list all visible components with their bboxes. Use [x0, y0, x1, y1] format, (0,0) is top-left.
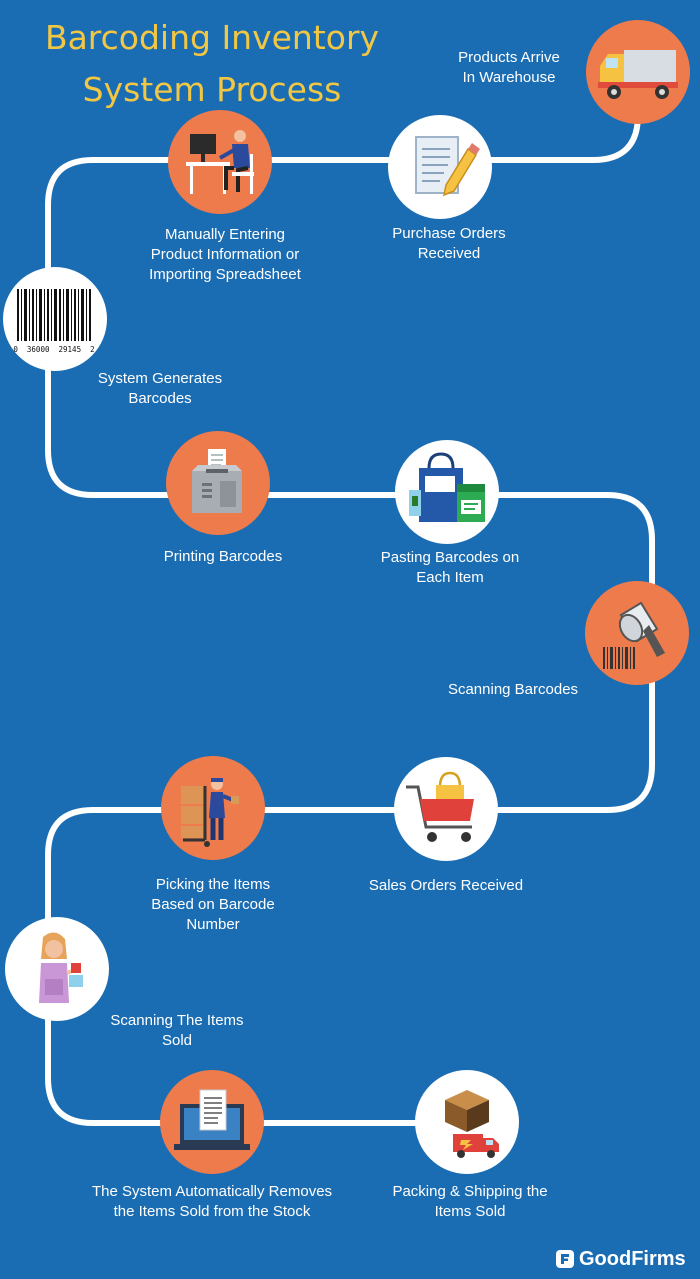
label-manual-entry: Manually Entering Product Information or…: [149, 226, 301, 283]
label-system-removes: The System Automatically Removes the Ite…: [91, 1183, 333, 1220]
step-products-arrive: [586, 20, 690, 124]
warehouse-worker-icon: [181, 778, 239, 847]
label-pasting-barcodes: Pasting Barcodes on Each Item: [380, 549, 520, 586]
label-printing-barcodes: Printing Barcodes: [163, 548, 283, 565]
barcode-icon: 0 36000 29145 2: [13, 289, 95, 354]
label-products-arrive: Products Arrive In Warehouse: [458, 49, 560, 86]
laptop-document-icon: [174, 1089, 250, 1150]
label-generate-barcodes: System Generates Barcodes: [97, 370, 223, 407]
title-line-2: System Process: [82, 70, 342, 109]
step-printing-barcodes: [166, 431, 270, 535]
shopping-bag-jar-icon: [409, 452, 485, 522]
goodfirms-wordmark: GoodFirms: [579, 1247, 686, 1270]
step-picking-items: [161, 756, 265, 860]
step-purchase-orders: [388, 115, 492, 219]
step-pasting-barcodes: [395, 440, 499, 544]
step-manual-entry: [168, 110, 272, 214]
label-sales-orders: Sales Orders Received: [368, 877, 524, 894]
person-at-computer-icon: [186, 130, 254, 194]
step-scanning-barcodes: [585, 581, 689, 685]
label-picking-items: Picking the Items Based on Barcode Numbe…: [151, 876, 275, 933]
goodfirms-logo: GoodFirms: [556, 1246, 686, 1272]
step-system-removes: [160, 1070, 264, 1174]
shopping-cart-icon: [406, 771, 474, 842]
step-packing-shipping: [415, 1070, 519, 1174]
label-purchase-orders: Purchase Orders Received: [392, 225, 506, 262]
label-printer-icon: [192, 449, 242, 513]
title-line-1: Barcoding Inventory: [44, 18, 380, 57]
label-packing-shipping: Packing & Shipping the Items Sold: [392, 1183, 548, 1220]
label-scanning-items-sold: Scanning The Items Sold: [110, 1012, 244, 1049]
step-scanning-items-sold: [5, 917, 109, 1021]
barcode-digits: 0 36000 29145 2: [13, 345, 94, 354]
cashier-icon: [39, 932, 83, 1003]
goodfirms-logo-icon: [556, 1250, 574, 1268]
step-sales-orders: [394, 757, 498, 861]
document-pencil-icon: [415, 136, 480, 197]
box-truck-icon: [445, 1090, 499, 1158]
label-scanning-barcodes: Scanning Barcodes: [447, 681, 579, 698]
barcode-scanner-icon: [603, 601, 665, 669]
delivery-truck-icon: [598, 50, 678, 99]
step-generate-barcodes: 0 36000 29145 2: [3, 267, 107, 371]
